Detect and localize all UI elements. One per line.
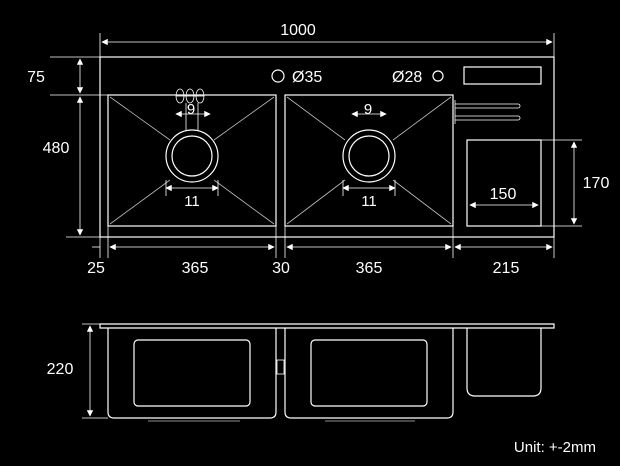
segment-215-label: 215 <box>493 260 520 277</box>
slot-rect <box>463 66 542 85</box>
drain-right-top-label: 9 <box>364 101 372 118</box>
basket-width-label: 150 <box>490 186 517 203</box>
height-480-label: 480 <box>43 140 70 157</box>
segment-30-label: 30 <box>272 260 290 277</box>
right-bowl <box>284 328 454 419</box>
hole-small-icon <box>432 70 444 82</box>
side-view: 220 <box>47 323 555 422</box>
unit-label: Unit: +-2mm <box>514 439 596 456</box>
left-bowl <box>107 328 277 419</box>
overflow-link <box>276 359 285 375</box>
sink-outline <box>99 56 555 238</box>
drain-outer <box>165 129 219 183</box>
drain-inner <box>171 135 213 177</box>
rim <box>99 323 555 329</box>
left-bowl-inner <box>133 339 251 407</box>
top-view: 9 11 9 11 Ø35 Ø28 <box>27 22 609 277</box>
height-75-label: 75 <box>27 69 45 86</box>
hole-large-icon <box>271 69 285 83</box>
segment-25-label: 25 <box>87 260 105 277</box>
right-bowl-inner <box>310 339 428 407</box>
drain-left-bottom-label: 11 <box>184 193 200 210</box>
drain-left-top-label: 9 <box>187 101 195 118</box>
segment-365-left-label: 365 <box>182 260 209 277</box>
side-basket <box>466 328 542 397</box>
depth-220-label: 220 <box>47 361 74 378</box>
drain-right-bottom-label: 11 <box>361 193 377 210</box>
left-basin: 9 11 <box>107 88 277 227</box>
right-basin: 9 11 <box>284 94 454 227</box>
segment-365-right-label: 365 <box>356 260 383 277</box>
overall-width-label: 1000 <box>280 22 316 39</box>
basket-height-label: 170 <box>583 175 610 192</box>
drain-inner <box>348 135 390 177</box>
utensil-rail <box>454 100 521 124</box>
hole-large-label: Ø35 <box>292 69 322 86</box>
drain-basket <box>466 139 542 227</box>
hole-small-label: Ø28 <box>392 69 422 86</box>
drain-outer <box>342 129 396 183</box>
